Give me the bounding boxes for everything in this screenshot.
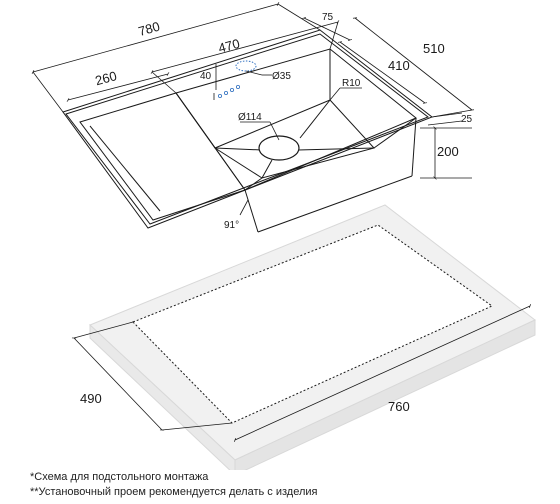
dimension-lines	[31, 2, 532, 443]
footnote-mounting: *Схема для подстольного монтажа	[30, 471, 209, 483]
label-drainboard-width: 260	[94, 68, 119, 88]
countertop	[89, 204, 536, 470]
label-overall-depth: 510	[423, 41, 445, 56]
label-flange-75: 75	[322, 12, 334, 23]
label-bowl-width: 470	[217, 36, 242, 56]
label-tap-hole: Ø35	[272, 71, 291, 82]
label-overall-width: 780	[137, 19, 162, 39]
label-bowl-depth: 410	[388, 58, 410, 73]
footnotes: *Схема для подстольного монтажа **Устано…	[30, 470, 317, 500]
footnote-cutout: **Установочный проем рекомендуется делат…	[30, 486, 318, 498]
label-corner-radius: R10	[342, 78, 361, 89]
label-angle: 91°	[224, 220, 239, 231]
sink-drawing: 780 470 260 75 510 410 25 200 40 Ø35 R10…	[31, 2, 536, 470]
label-cutout-depth: 490	[80, 391, 102, 406]
label-cutout-width: 760	[388, 399, 410, 414]
overflow-marks	[213, 85, 240, 100]
label-bowl-height: 200	[437, 144, 459, 159]
drain-hole	[258, 135, 300, 161]
label-tap-offset: 40	[200, 71, 212, 82]
label-drain-hole: Ø114	[238, 112, 262, 123]
label-rim-25: 25	[461, 114, 473, 125]
tap-hole	[235, 60, 263, 76]
